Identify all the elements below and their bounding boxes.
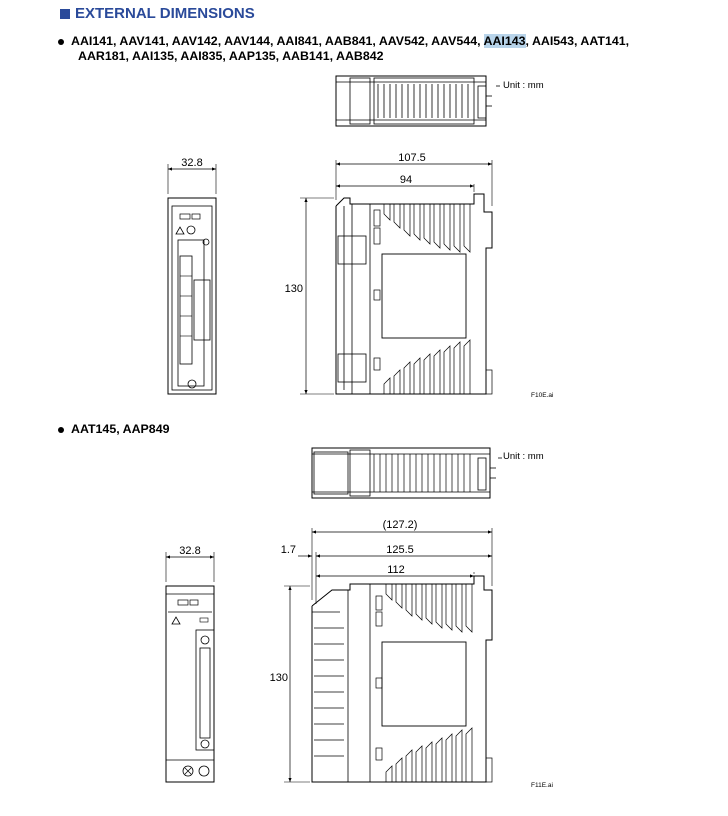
depth-label-2: 112 bbox=[387, 564, 405, 576]
figure-2-depth-dimensions bbox=[298, 528, 493, 604]
model-list-1-line2: AAR181, AAI135, AAI835, AAP135, AAB141, … bbox=[78, 49, 384, 63]
bullet-dot bbox=[58, 426, 64, 433]
section-heading: EXTERNAL DIMENSIONS bbox=[60, 5, 255, 22]
width-dimension-label-1: 32.8 bbox=[181, 157, 202, 169]
heading-text: EXTERNAL DIMENSIONS bbox=[75, 5, 255, 22]
height-label-1: 130 bbox=[285, 283, 303, 295]
offset-label-2: 1.7 bbox=[281, 544, 296, 556]
heading-bullet-square bbox=[60, 8, 70, 19]
bullet-dot bbox=[58, 38, 64, 45]
figure-id-1: F10E.ai bbox=[531, 392, 553, 399]
figure-1-top-view bbox=[335, 75, 500, 127]
figure-2-front-view bbox=[165, 585, 215, 783]
figure-1-side-view bbox=[335, 193, 493, 395]
figure-id-2: F11E.ai bbox=[531, 782, 553, 789]
total-depth-label-2: 125.5 bbox=[386, 544, 414, 556]
figure-1-front-view bbox=[167, 197, 217, 395]
depth-label-1: 94 bbox=[400, 174, 412, 186]
figure-2-width-dimension bbox=[165, 552, 215, 582]
unit-label-2: Unit : mm bbox=[503, 451, 544, 462]
unit-label-1: Unit : mm bbox=[503, 80, 544, 91]
figure-2-top-view bbox=[311, 447, 502, 499]
figure-2-height-dimension bbox=[284, 585, 310, 783]
figure-2-side-view bbox=[311, 575, 493, 783]
figure-1-height-dimension bbox=[300, 197, 334, 395]
figure-1-width-dimension bbox=[167, 164, 217, 194]
height-label-2: 130 bbox=[270, 672, 288, 684]
model-list-1: AAI141, AAV141, AAV142, AAV144, AAI841, … bbox=[58, 34, 629, 64]
model-list-1-part-a: AAI141, AAV141, AAV142, AAV144, AAI841, … bbox=[71, 34, 484, 48]
total-depth-label-1: 107.5 bbox=[398, 152, 426, 164]
model-list-2: AAT145, AAP849 bbox=[58, 422, 169, 437]
model-list-2-text: AAT145, AAP849 bbox=[71, 422, 170, 436]
model-list-1-part-b: , AAI543, AAT141, bbox=[525, 34, 630, 48]
width-dimension-label-2: 32.8 bbox=[179, 545, 200, 557]
highlighted-model[interactable]: AAI143 bbox=[483, 34, 526, 48]
figure-1-depth-dimensions bbox=[335, 160, 493, 206]
overall-depth-label-2: (127.2) bbox=[383, 519, 418, 531]
